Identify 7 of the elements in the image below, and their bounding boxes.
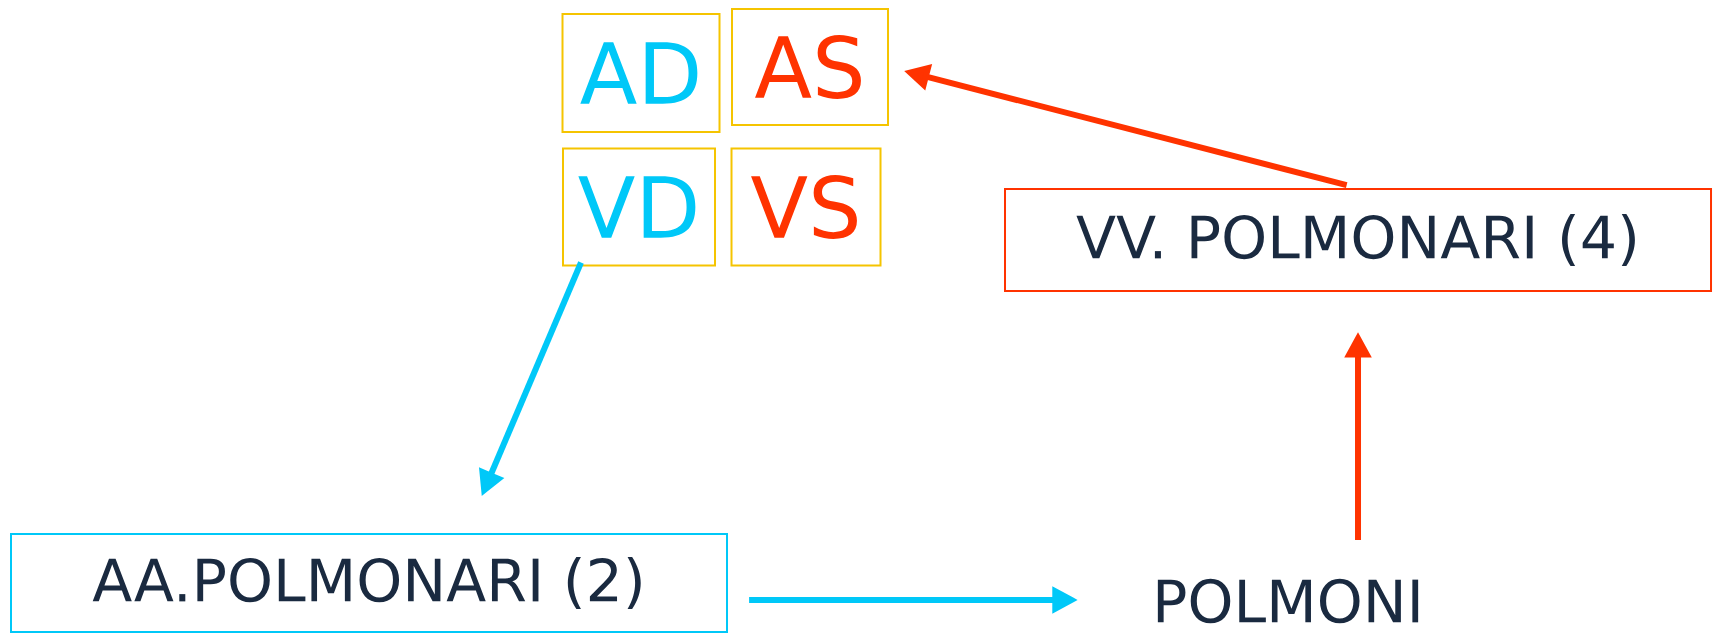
label-box: VV. POLMONARI (4) <box>1004 188 1712 292</box>
label-box: AA.POLMONARI (2) <box>10 533 728 633</box>
label-box: VS <box>730 147 882 267</box>
label-box: AD <box>561 13 721 133</box>
text-label: POLMONI <box>1157 578 1419 624</box>
label-box: AS <box>731 8 889 126</box>
label-box: VD <box>562 147 716 267</box>
